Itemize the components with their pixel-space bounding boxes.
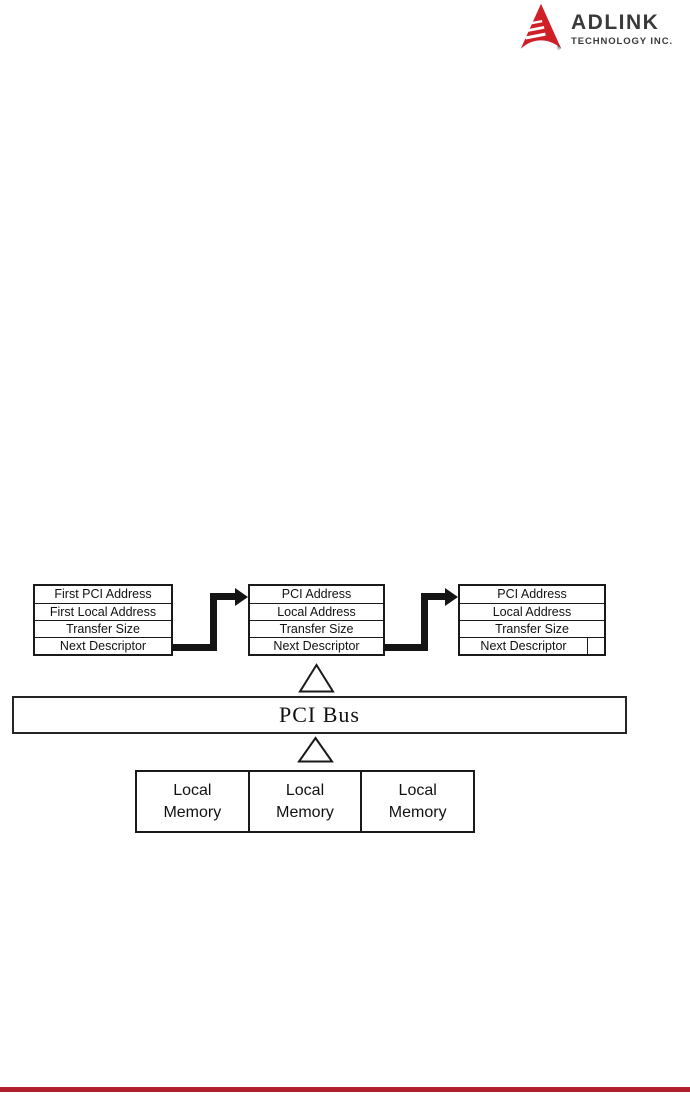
descriptor-row: Local Address	[250, 603, 383, 620]
descriptor-row-label: Next Descriptor	[480, 639, 567, 653]
descriptor-block-3: PCI Address Local Address Transfer Size …	[458, 584, 606, 656]
descriptor-row: Transfer Size	[250, 620, 383, 637]
footer-rule	[0, 1087, 690, 1092]
local-memory-cell: Local Memory	[360, 772, 473, 831]
end-of-chain-cell	[587, 638, 604, 654]
logo-brand-text: ADLINK	[571, 11, 660, 34]
descriptor-row: Transfer Size	[35, 620, 171, 637]
local-memory-cell: Local Memory	[247, 772, 361, 831]
chain-arrow-segment	[172, 644, 217, 651]
descriptor-row: PCI Address	[281, 587, 352, 601]
local-memory-cell: Local Memory	[163, 781, 222, 821]
adlink-logo: ® ADLINK TECHNOLOGY INC.	[518, 3, 673, 51]
chain-arrow-segment	[383, 644, 428, 651]
descriptor-block-2: PCI Address Local Address Transfer Size …	[248, 584, 385, 656]
registered-mark: ®	[557, 45, 561, 52]
descriptor-row: First PCI Address	[54, 587, 152, 601]
chain-arrow-segment	[210, 593, 217, 651]
pci-bus-bar: PCI Bus	[12, 696, 627, 734]
chain-arrowhead-icon	[235, 588, 248, 606]
adlink-logo-mark-icon: ®	[520, 3, 562, 52]
descriptor-row: First Local Address	[35, 603, 171, 620]
logo-subtitle-text: TECHNOLOGY INC.	[571, 36, 673, 47]
descriptor-block-1: First PCI Address First Local Address Tr…	[33, 584, 173, 656]
chain-arrow-segment	[421, 593, 428, 651]
descriptor-row: PCI Address	[497, 587, 567, 601]
chain-arrow-segment	[421, 593, 447, 600]
bus-connector-triangle-icon	[297, 736, 334, 763]
chain-arrow-segment	[210, 593, 236, 600]
bus-connector-triangle-icon	[298, 663, 335, 693]
pci-bus-label: PCI Bus	[279, 702, 360, 727]
descriptor-row: Transfer Size	[460, 620, 604, 637]
descriptor-row: Next Descriptor	[35, 637, 171, 654]
descriptor-row: Next Descriptor	[460, 637, 604, 654]
local-memory-row: Local Memory Local Memory Local Memory	[135, 770, 475, 833]
descriptor-row: Local Address	[460, 603, 604, 620]
chain-arrowhead-icon	[445, 588, 458, 606]
logo-text: ADLINK TECHNOLOGY INC.	[571, 12, 673, 47]
descriptor-row: Next Descriptor	[250, 637, 383, 654]
